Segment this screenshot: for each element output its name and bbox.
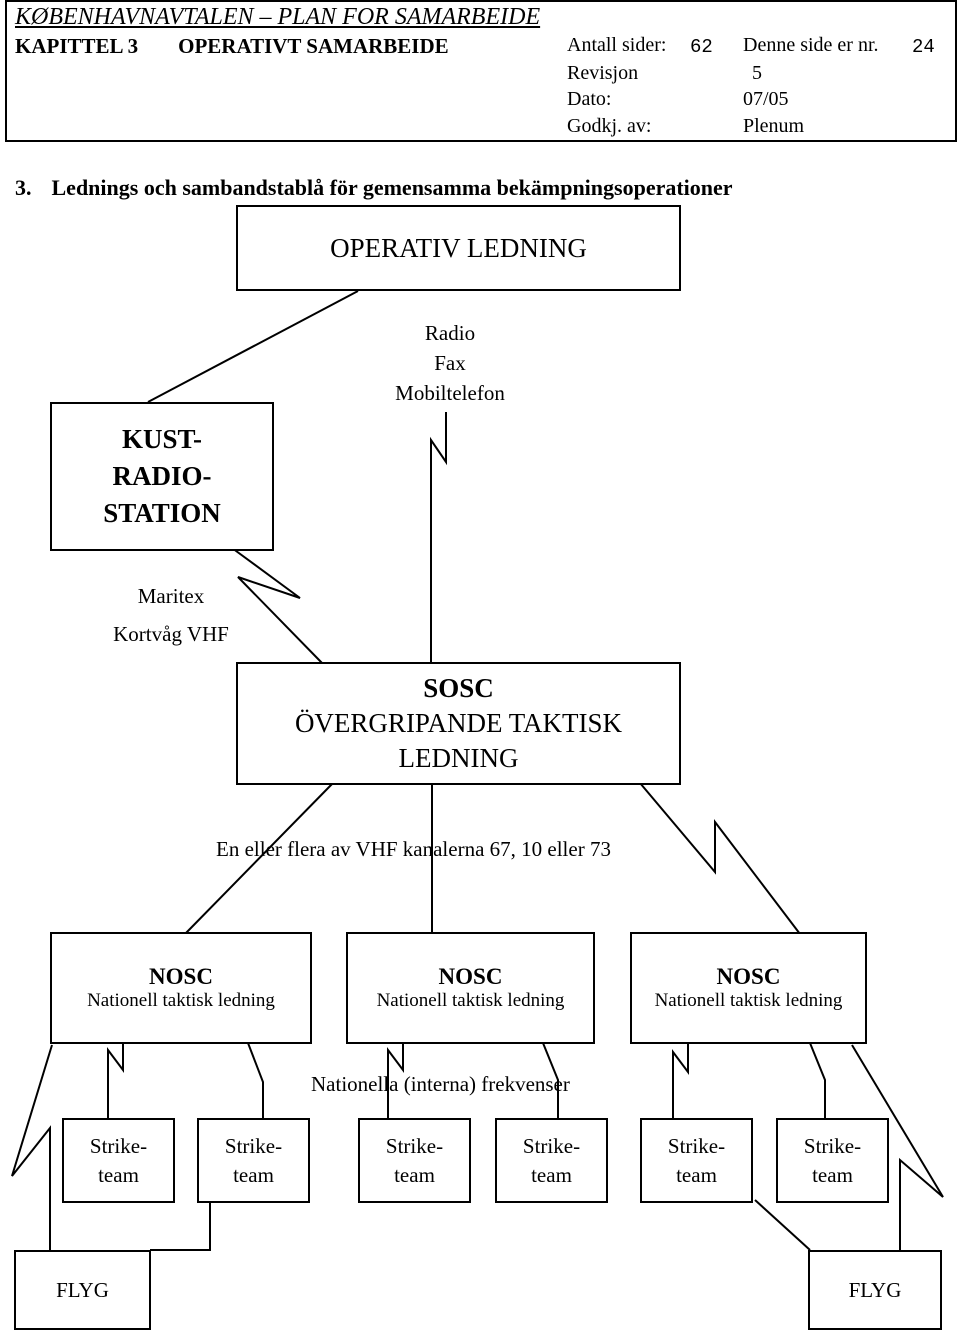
page-number-label: Denne side er nr. (743, 34, 879, 56)
link-sosc-nosc3-radio (639, 782, 801, 935)
date-label: Dato: (567, 88, 612, 110)
link-nosc1-flyg1 (11, 1044, 53, 1250)
chapter-number: KAPITTEL 3 (15, 34, 139, 58)
link-nosc3-strike6 (809, 1042, 826, 1120)
pages-value: 62 (690, 36, 713, 58)
radio-links-label: Radio Fax Mobiltelefon (395, 321, 505, 405)
link-operativ-kust (147, 290, 359, 403)
link-nosc3-strike5 (672, 1043, 689, 1120)
link-nosc2-strike3 (387, 1043, 404, 1120)
date-value: 07/05 (743, 88, 789, 110)
nosc-box-2: NOSC Nationell taktisk ledning (346, 932, 595, 1044)
strike-team-box-4: Strike-team (495, 1118, 608, 1203)
link-nosc2-strike4 (542, 1042, 559, 1120)
link-nosc1-strike2 (247, 1042, 264, 1120)
sosc-title: SOSC (423, 673, 494, 703)
approved-value: Plenum (743, 115, 805, 137)
header-title: KØBENHAVNAVTALEN – PLAN FOR SAMARBEIDE (15, 4, 541, 30)
operativ-ledning-box: OPERATIV LEDNING (236, 205, 681, 291)
nosc-box-1: NOSC Nationell taktisk ledning (50, 932, 312, 1044)
internal-frequencies-note: Nationella (interna) frekvenser (311, 1072, 570, 1096)
flyg-box-1: FLYG (14, 1250, 151, 1330)
strike-team-box-3: Strike-team (358, 1118, 471, 1203)
vhf-channels-note: En eller flera av VHF kanalerna 67, 10 e… (216, 837, 611, 861)
link-nosc3-flyg2 (851, 1044, 944, 1250)
flyg-box-2: FLYG (808, 1250, 942, 1330)
pages-label: Antall sider: (567, 34, 667, 56)
strike-team-box-6: Strike-team (776, 1118, 889, 1203)
link-operativ-sosc-radio (430, 412, 447, 663)
revision-value: 5 (752, 62, 762, 84)
chapter-heading: KAPITTEL 3 OPERATIVT SAMARBEIDE (15, 34, 449, 59)
maritex-label: Maritex Kortvåg VHF (113, 584, 229, 646)
strike-team-box-2: Strike-team (197, 1118, 310, 1203)
link-kust-sosc-radio (231, 547, 323, 664)
kustradiostation-box: KUST- RADIO- STATION (50, 402, 274, 551)
document-header: KØBENHAVNAVTALEN – PLAN FOR SAMARBEIDE K… (5, 0, 957, 142)
approved-label: Godkj. av: (567, 115, 652, 137)
section-title: Lednings och sambandstablå för gemensamm… (51, 175, 733, 200)
strike-team-box-5: Strike-team (640, 1118, 753, 1203)
sosc-box: SOSC ÖVERGRIPANDE TAKTISK LEDNING (236, 662, 681, 785)
link-strike5-flyg2 (754, 1199, 811, 1251)
chapter-title: OPERATIVT SAMARBEIDE (178, 34, 449, 58)
operativ-ledning-label: OPERATIV LEDNING (330, 232, 587, 263)
strike-team-box-1: Strike-team (62, 1118, 175, 1203)
section-number: 3. (15, 175, 32, 200)
section-heading: 3. Lednings och sambandstablå för gemensa… (15, 175, 733, 201)
link-nosc1-strike1 (107, 1043, 124, 1120)
revision-label: Revisjon (567, 62, 639, 84)
page-number-value: 24 (912, 36, 935, 58)
nosc-box-3: NOSC Nationell taktisk ledning (630, 932, 867, 1044)
link-sosc-nosc1 (184, 782, 334, 935)
